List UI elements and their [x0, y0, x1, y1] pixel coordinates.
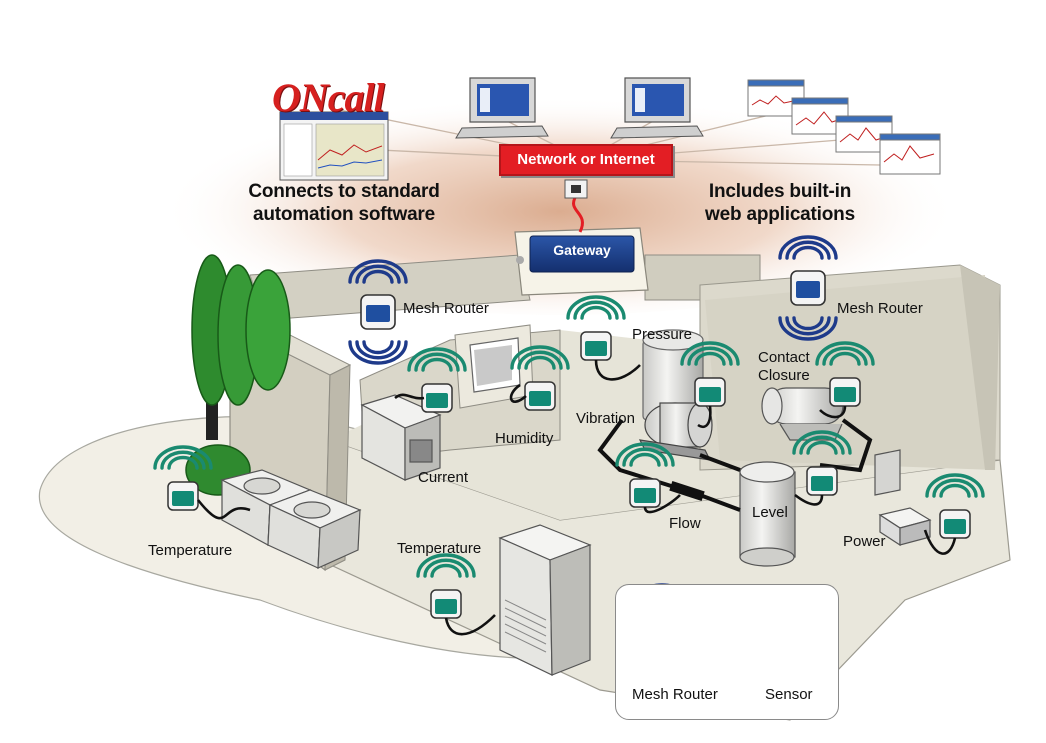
gateway-cable: [572, 195, 584, 233]
caption-right-line-2: web applications: [705, 204, 855, 225]
power-box: [874, 449, 932, 547]
mesh-router-right: [778, 235, 838, 341]
caption-right-line-1: Includes built-in: [708, 181, 852, 202]
software-screenshot: [279, 111, 389, 181]
sensor-current: [394, 347, 467, 413]
sensor-power: [923, 473, 985, 555]
sensor-temperature-center: [416, 553, 496, 636]
sensor-temperature-left: [153, 445, 251, 520]
label-mesh-router-right: Mesh Router: [837, 300, 923, 317]
web-app-screenshots: [747, 79, 941, 175]
caption-left-line-1: Connects to standard: [248, 181, 440, 202]
monitor-left: [455, 77, 549, 139]
oncall-logo: ONcall: [272, 75, 385, 120]
caption-right: Includes built-in web applications: [690, 180, 870, 226]
sensor-contact-closure: [815, 341, 875, 419]
sensor-humidity: [509, 345, 570, 411]
ac-units: [220, 469, 362, 569]
caption-left: Connects to standard automation software: [238, 180, 450, 226]
sensor-flow: [615, 442, 681, 514]
gateway-device: [514, 227, 649, 296]
sensor-vibration: [680, 341, 740, 429]
current-equipment: [360, 394, 442, 481]
label-contact-closure-line-2: Closure: [758, 367, 810, 384]
label-vibration: Vibration: [576, 410, 635, 427]
label-temperature-left: Temperature: [148, 542, 233, 559]
legend-label-sensor: Sensor: [765, 686, 813, 703]
label-pressure: Pressure: [632, 326, 693, 343]
label-power: Power: [843, 533, 886, 550]
label-current: Current: [418, 469, 469, 486]
pipes: [597, 418, 873, 512]
mesh-router-left: [348, 259, 408, 365]
label-level: Level: [752, 504, 788, 521]
caption-left-line-2: automation software: [253, 204, 435, 225]
sensor-level: [792, 430, 852, 506]
label-temperature-center: Temperature: [397, 540, 482, 557]
network-internet-box: Network or Internet: [499, 144, 673, 176]
label-mesh-router-left: Mesh Router: [403, 300, 489, 317]
label-humidity: Humidity: [495, 430, 554, 447]
monitor-right: [610, 77, 704, 139]
legend-label-mesh-router: Mesh Router: [632, 686, 718, 703]
gateway-label: Gateway: [553, 242, 611, 258]
legend-box: [615, 584, 839, 720]
label-flow: Flow: [669, 515, 701, 532]
level-tank: [739, 461, 796, 567]
cabinet: [498, 524, 592, 676]
sensor-pressure: [566, 295, 641, 381]
label-contact-closure-line-1: Contact: [758, 349, 810, 366]
label-contact-closure: Contact Closure: [758, 349, 810, 385]
